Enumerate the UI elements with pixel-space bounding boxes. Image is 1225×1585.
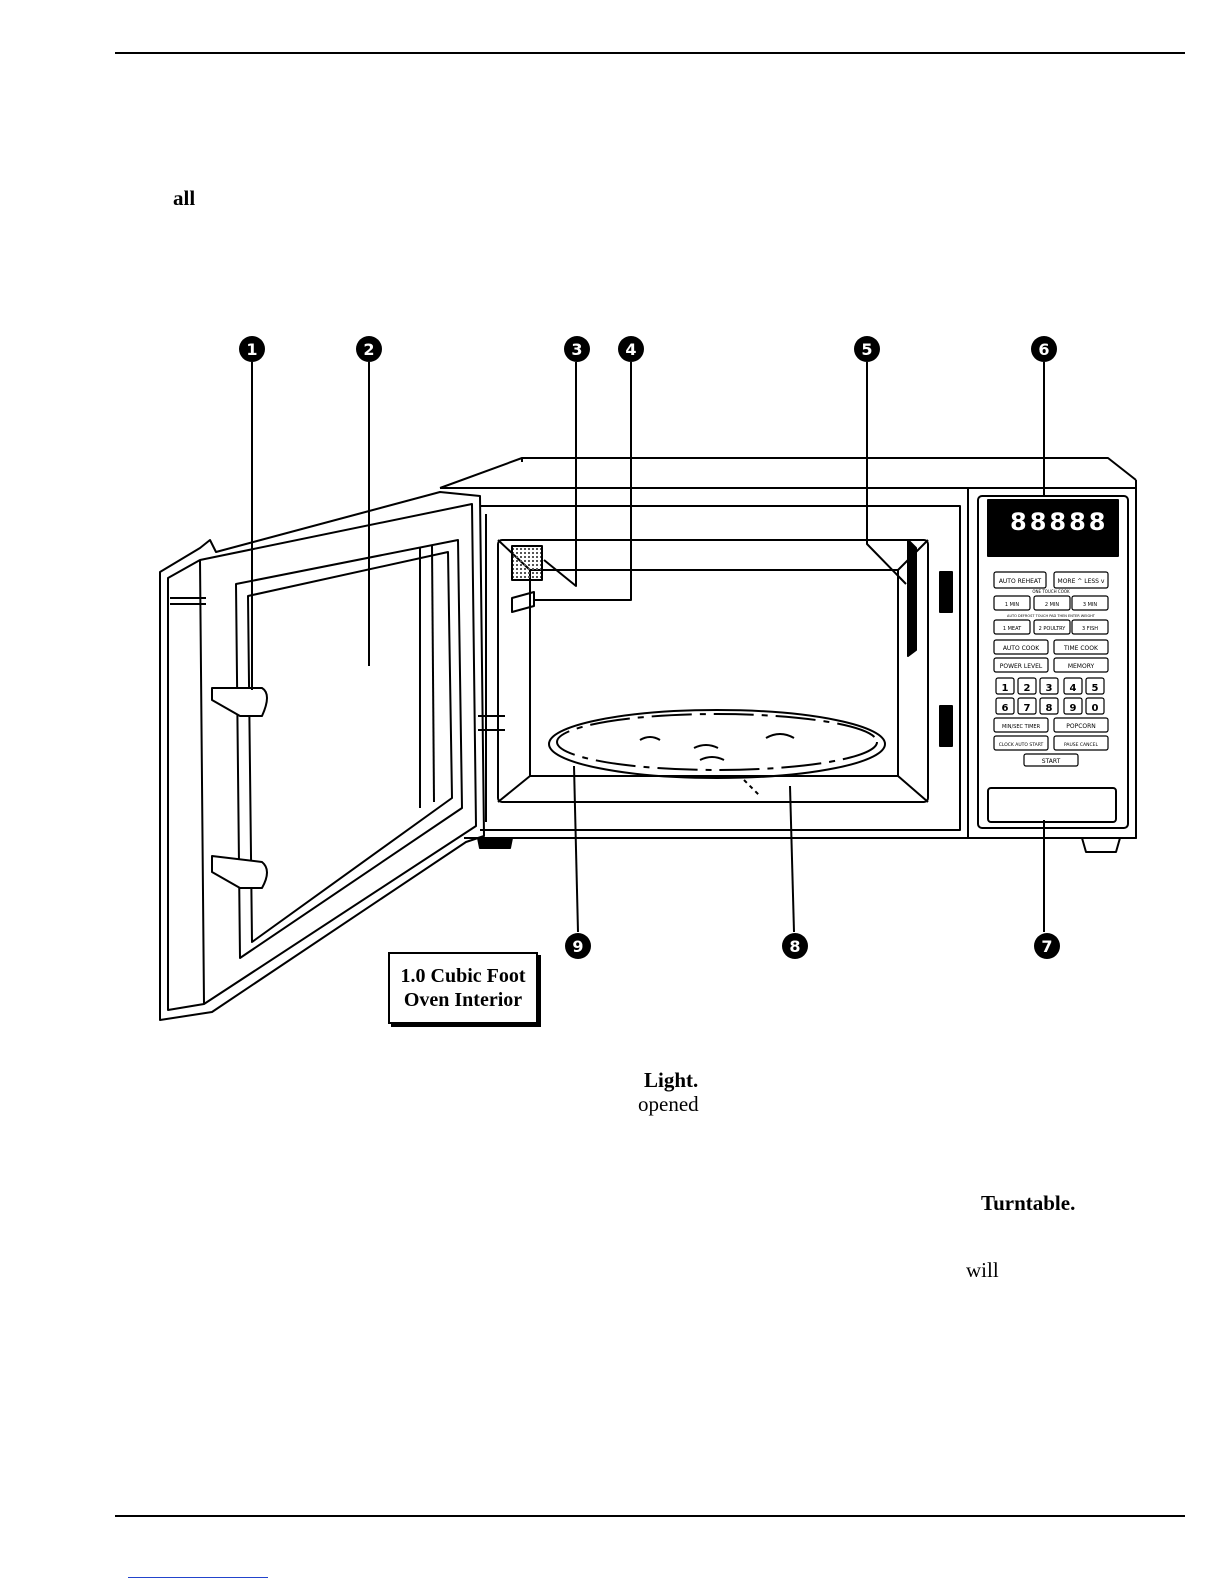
key-more-less[interactable]: MORE ^ LESS v [1058, 578, 1105, 585]
key-meat[interactable]: 1 MEAT [1003, 626, 1022, 632]
key-digit-0[interactable]: 0 [1092, 703, 1099, 714]
key-pause-cancel[interactable]: PAUSE CANCEL [1064, 742, 1099, 748]
key-start[interactable]: START [1042, 758, 1061, 765]
callout-5: 5 [854, 336, 880, 362]
auto-defrost-caption: AUTO DEFROST TOUCH PAD THEN ENTER WEIGHT [1007, 614, 1096, 618]
display-readout: 88888 [1010, 508, 1109, 536]
key-poultry[interactable]: 2 POULTRY [1039, 626, 1067, 632]
key-digit-6[interactable]: 6 [1002, 703, 1009, 714]
key-1-min[interactable]: 1 MIN [1005, 602, 1020, 608]
callout-9: 9 [565, 933, 591, 959]
key-digit-3[interactable]: 3 [1046, 683, 1053, 694]
key-min-sec-timer[interactable]: MIN/SEC TIMER [1002, 724, 1041, 730]
key-memory[interactable]: MEMORY [1068, 663, 1095, 670]
svg-text:7: 7 [1041, 937, 1052, 956]
capacity-label-box: 1.0 Cubic Foot Oven Interior [388, 952, 538, 1024]
key-auto-cook[interactable]: AUTO COOK [1003, 645, 1040, 652]
key-3-min[interactable]: 3 MIN [1083, 602, 1098, 608]
callout-4: 4 [618, 336, 644, 362]
stray-word-opened: opened [638, 1092, 699, 1116]
top-rule [115, 52, 1185, 54]
key-clock-auto-start[interactable]: CLOCK AUTO START [999, 742, 1044, 748]
svg-text:6: 6 [1038, 340, 1049, 359]
svg-text:3: 3 [571, 340, 582, 359]
key-popcorn[interactable]: POPCORN [1066, 723, 1096, 730]
callout-1: 1 [239, 336, 265, 362]
key-digit-8[interactable]: 8 [1046, 703, 1053, 714]
one-touch-caption: ONE TOUCH COOK [1032, 589, 1070, 594]
svg-text:1: 1 [246, 340, 257, 359]
key-auto-reheat[interactable]: AUTO REHEAT [999, 578, 1042, 585]
callout-markers: 1 2 3 4 5 6 7 8 9 [239, 336, 1060, 959]
key-2-min[interactable]: 2 MIN [1045, 602, 1060, 608]
key-power-level[interactable]: POWER LEVEL [1000, 663, 1043, 670]
callout-2: 2 [356, 336, 382, 362]
svg-text:9: 9 [572, 937, 583, 956]
key-digit-1[interactable]: 1 [1002, 683, 1009, 694]
key-time-cook[interactable]: TIME COOK [1063, 645, 1099, 652]
stray-word-light: Light. [644, 1068, 699, 1092]
callout-3: 3 [564, 336, 590, 362]
svg-text:2: 2 [363, 340, 374, 359]
svg-text:5: 5 [861, 340, 872, 359]
callout-8: 8 [782, 933, 808, 959]
callout-7: 7 [1034, 933, 1060, 959]
svg-text:8: 8 [789, 937, 800, 956]
stray-word-all: all [173, 186, 196, 210]
capacity-label-line1: 1.0 Cubic Foot [400, 965, 526, 987]
svg-text:4: 4 [625, 340, 636, 359]
bottom-rule [115, 1515, 1185, 1517]
key-digit-9[interactable]: 9 [1070, 703, 1077, 714]
callout-6: 6 [1031, 336, 1057, 362]
key-fish[interactable]: 3 FISH [1082, 626, 1098, 632]
key-digit-7[interactable]: 7 [1024, 703, 1031, 714]
stray-word-will: will [966, 1258, 999, 1282]
footer-link-underline[interactable] [128, 1577, 268, 1578]
capacity-label-line2: Oven Interior [403, 989, 523, 1011]
key-digit-4[interactable]: 4 [1070, 683, 1077, 694]
stray-word-turntable: Turntable. [981, 1191, 1076, 1215]
key-digit-2[interactable]: 2 [1024, 683, 1031, 694]
key-digit-5[interactable]: 5 [1092, 683, 1099, 694]
